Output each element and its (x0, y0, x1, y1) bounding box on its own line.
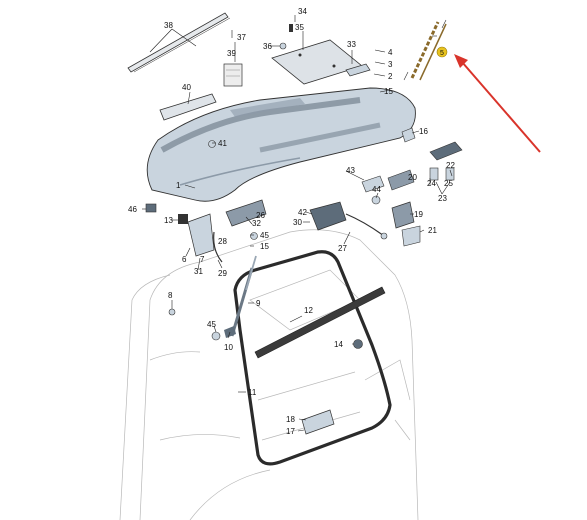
callout-4: 4 (388, 48, 393, 57)
callout-11: 11 (248, 388, 257, 397)
hatch-components-right (145, 24, 463, 435)
callout-17: 17 (286, 427, 295, 436)
callout-7: 7 (200, 255, 205, 264)
callout-10: 10 (224, 343, 233, 352)
leader-lines (142, 15, 453, 432)
callout-23: 23 (438, 194, 447, 203)
highlight-badge-label: 5 (440, 50, 444, 57)
callout-35: 35 (295, 23, 304, 32)
callout-8: 8 (168, 291, 173, 300)
callout-39: 39 (227, 49, 236, 58)
plate-bracket (345, 63, 371, 77)
callout-21: 21 (428, 226, 437, 235)
callout-30: 30 (293, 218, 302, 227)
callout-18: 18 (286, 415, 295, 424)
callout-3: 3 (388, 60, 393, 69)
callout-9: 9 (256, 299, 261, 308)
callout-29: 29 (218, 269, 227, 278)
callout-44: 44 (372, 185, 381, 194)
callout-31: 31 (194, 267, 203, 276)
callout-37: 37 (237, 33, 246, 42)
callout-12: 12 (304, 306, 313, 315)
callout-46: 46 (128, 205, 137, 214)
sill-seal-strip (254, 286, 386, 359)
tailgate-seal (233, 250, 392, 466)
callout-40: 40 (182, 83, 191, 92)
callout-32: 32 (252, 219, 261, 228)
highlight-badge: 5 (436, 46, 448, 58)
vehicle-body-outline (119, 229, 419, 520)
callout-1: 1 (176, 181, 181, 190)
callout-24: 24 (427, 179, 436, 188)
callout-45-upper: 45 (260, 231, 269, 240)
upper-trim-panel (159, 93, 217, 121)
callout-labels: 38 37 39 40 34 35 36 33 4 3 2 15 16 22 2… (128, 7, 455, 436)
callout-36: 36 (263, 42, 272, 51)
callout-15-lower: 15 (260, 242, 269, 251)
callout-16: 16 (419, 127, 428, 136)
callout-2: 2 (388, 72, 393, 81)
callout-38: 38 (164, 21, 173, 30)
callout-34: 34 (298, 7, 307, 16)
callout-43: 43 (346, 166, 355, 175)
callout-28: 28 (218, 237, 227, 246)
emblem-lettering (403, 19, 447, 81)
callout-27: 27 (338, 244, 347, 253)
callout-6: 6 (182, 255, 187, 264)
callout-19: 19 (414, 210, 423, 219)
callout-14: 14 (334, 340, 343, 349)
callout-22: 22 (446, 161, 455, 170)
gas-strut (230, 255, 257, 337)
callout-41: 41 (218, 139, 227, 148)
callout-20: 20 (408, 173, 417, 182)
red-arrow-icon (454, 54, 541, 153)
callout-33: 33 (347, 40, 356, 49)
label-packet (223, 63, 243, 87)
callout-15: 15 (384, 87, 393, 96)
tailgate-panel (146, 87, 416, 202)
callout-42: 42 (298, 208, 307, 217)
roof-trim-strip (127, 12, 231, 73)
callout-26: 26 (256, 211, 265, 220)
callout-45-lower: 45 (207, 320, 216, 329)
callout-13: 13 (164, 216, 173, 225)
callout-25: 25 (444, 179, 453, 188)
